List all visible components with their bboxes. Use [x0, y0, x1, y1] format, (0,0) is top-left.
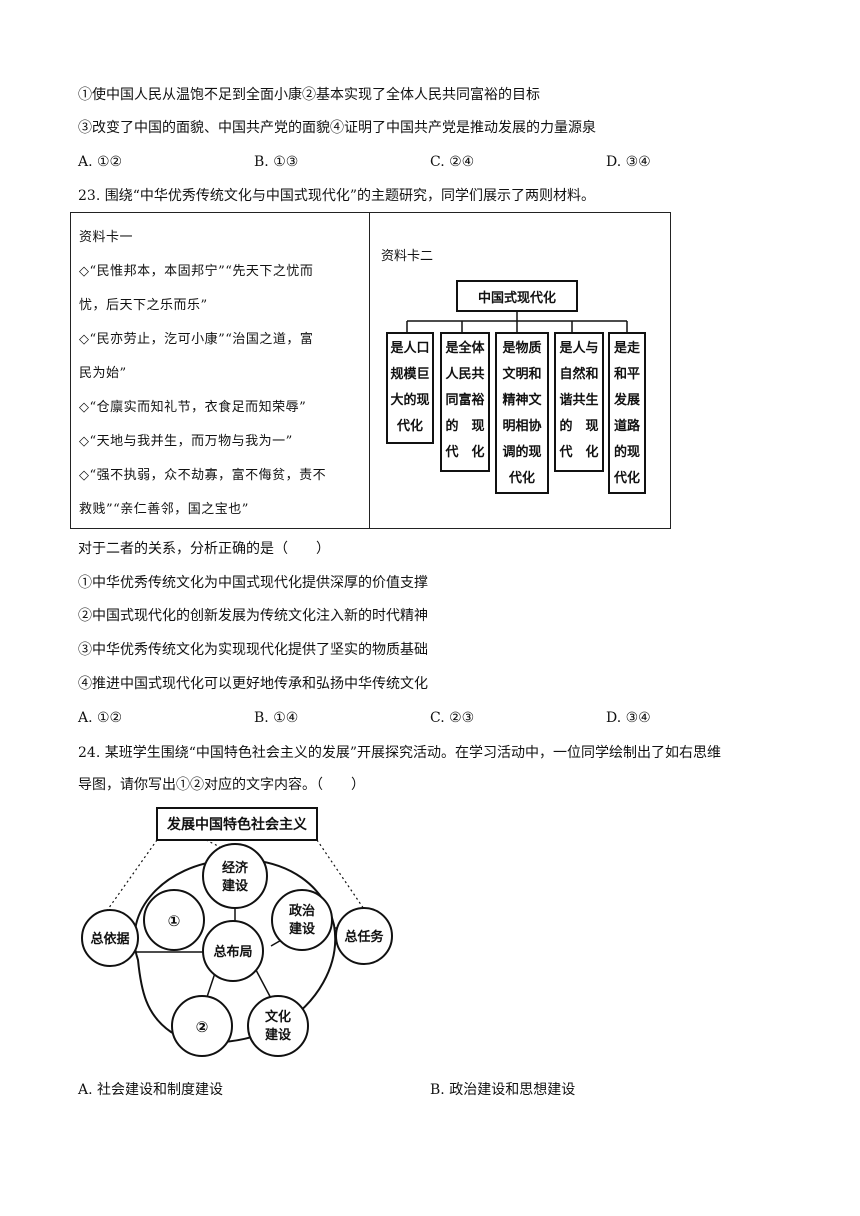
q22-statement-line-1: ①使中国人民从温饱不足到全面小康②基本实现了全体人民共同富裕的目标 — [78, 87, 540, 103]
q24-stem-line-2: 导图，请你写出①②对应的文字内容。（ ） — [78, 777, 365, 793]
node-left-circle — [81, 909, 139, 967]
q23-option-b: B. ①④ — [254, 710, 299, 726]
tree-branch-2-line: 代 化 — [444, 444, 484, 460]
q22-statement-line-2: ③改变了中国的面貌、中国共产党的面貌④证明了中国共产党是推动发展的力量源泉 — [78, 120, 596, 136]
tree-branch-3-line: 精神文 — [502, 392, 542, 408]
mind-map-title-box — [156, 807, 318, 841]
tree-branch-3-line: 代化 — [508, 470, 535, 486]
tree-branch-box-4 — [554, 332, 604, 472]
q23-statement-1: ①中华优秀传统文化为中国式现代化提供深厚的价值支撑 — [78, 575, 428, 591]
mind-map-diagram: 发展中国特色社会主义 经济 建设 ① 政治 建设 总布局 总依据 总任务 ② 文… — [81, 807, 393, 1057]
node-blank-1-label: ① — [168, 912, 181, 930]
tree-branch-5-line: 代化 — [613, 470, 640, 486]
node-economy-circle — [202, 843, 268, 909]
node-blank-2-circle — [171, 995, 233, 1057]
q22-option-c: C. ②④ — [430, 154, 475, 170]
node-culture-circle — [247, 995, 309, 1057]
node-blank-1-circle — [143, 889, 205, 951]
tree-branch-box-5 — [608, 332, 646, 494]
node-center-circle — [202, 920, 264, 982]
node-blank-2-label: ② — [196, 1018, 209, 1036]
q23-option-c: C. ②③ — [430, 710, 475, 726]
tree-branch-5-line: 发展 — [613, 392, 641, 408]
card-one-row: 忧，后天下之乐而乐” — [79, 298, 208, 313]
q22-option-a: A. ①② — [78, 154, 123, 170]
tree-branch-box-3 — [495, 332, 549, 494]
card-one-row: ◇“民惟邦本，本固邦宁”“先天下之忧而 — [79, 264, 314, 279]
card-one-title: 资料卡一 — [79, 230, 134, 245]
tree-branch-2-line: 人民共 — [445, 366, 484, 382]
q23-statement-2: ②中国式现代化的创新发展为传统文化注入新的时代精神 — [78, 608, 428, 624]
node-culture-label-1: 文化 — [265, 1009, 291, 1025]
tree-branch-box-1 — [386, 332, 434, 444]
q22-option-d: D. ③④ — [606, 154, 651, 170]
table-divider — [369, 213, 370, 528]
card-one-row: ◇“天地与我并生，而万物与我为一” — [79, 434, 293, 449]
tree-branch-5-line: 的现 — [614, 444, 640, 460]
tree-branch-5-line: 和平 — [614, 366, 640, 382]
tree-branch-2-line: 同富裕 — [445, 392, 484, 408]
node-politics-label-1: 政治 — [289, 903, 315, 919]
tree-branch-1-line: 是人口 — [389, 340, 429, 356]
node-culture-label-2: 建设 — [265, 1027, 292, 1043]
tree-branch-4-line: 自然和 — [559, 366, 598, 382]
node-politics-circle — [271, 889, 333, 951]
card-two-title: 资料卡二 — [381, 249, 434, 264]
tree-branch-3-line: 调的现 — [502, 444, 541, 460]
q23-option-a: A. ①② — [78, 710, 123, 726]
q23-statement-3: ③中华优秀传统文化为实现现代化提供了坚实的物质基础 — [78, 642, 428, 658]
material-card-one: 资料卡一 ◇“民惟邦本，本固邦宁”“先天下之忧而 忧，后天下之乐而乐” ◇“民亦… — [79, 221, 361, 527]
card-one-row: 救贱”“亲仁善邻，国之宝也” — [79, 502, 249, 517]
q23-stem: 23. 围绕“中华优秀传统文化与中国式现代化”的主题研究，同学们展示了两则材料。 — [78, 188, 596, 204]
tree-branch-4-line: 的 现 — [559, 418, 598, 434]
node-center-label: 总布局 — [213, 944, 252, 960]
tree-branch-box-2 — [440, 332, 490, 472]
mind-map-title: 发展中国特色社会主义 — [166, 816, 307, 833]
q24-option-b: B. 政治建设和思想建设 — [430, 1082, 576, 1098]
node-economy-label-2: 建设 — [222, 878, 249, 894]
node-politics-label-2: 建设 — [289, 921, 316, 937]
tree-branch-1-line: 规模巨 — [390, 366, 429, 382]
q24-option-a: A. 社会建设和制度建设 — [78, 1082, 224, 1098]
node-economy-label-1: 经济 — [222, 860, 249, 876]
tree-branch-3-line: 文明和 — [502, 366, 541, 382]
node-right-circle — [335, 907, 393, 965]
card-one-row: 民为始” — [79, 366, 127, 381]
tree-branch-4-line: 是人与 — [558, 340, 598, 356]
tree-branch-1-line: 代化 — [396, 418, 423, 434]
card-one-row: ◇“强不执弱，众不劫寡，富不侮贫，责不 — [79, 468, 327, 483]
q22-option-b: B. ①③ — [254, 154, 299, 170]
q23-question: 对于二者的关系，分析正确的是（ ） — [78, 541, 330, 557]
node-right-label: 总任务 — [344, 929, 384, 945]
q23-statement-4: ④推进中国式现代化可以更好地传承和弘扬中华传统文化 — [78, 676, 428, 692]
tree-branch-3-line: 明相协 — [502, 418, 541, 434]
tree-branch-4-line: 代 化 — [558, 444, 598, 460]
tree-root-label: 中国式现代化 — [478, 290, 556, 306]
tree-branch-5-line: 是走 — [613, 340, 641, 356]
tree-branch-5-line: 道路 — [614, 418, 641, 434]
card-one-row: ◇“民亦劳止，汔可小康”“治国之道，富 — [79, 332, 314, 347]
tree-branch-2-line: 是全体 — [444, 340, 485, 356]
card-one-row: ◇“仓廪实而知礼节，衣食足而知荣辱” — [79, 400, 307, 415]
tree-branch-2-line: 的 现 — [445, 418, 484, 434]
material-cards-table: 资料卡一 ◇“民惟邦本，本固邦宁”“先天下之忧而 忧，后天下之乐而乐” ◇“民亦… — [70, 212, 671, 529]
tree-branch-4-line: 谐共生 — [559, 392, 598, 408]
tree-branch-1-line: 大的现 — [390, 392, 429, 408]
q23-option-d: D. ③④ — [606, 710, 651, 726]
node-left-label: 总依据 — [90, 931, 129, 947]
tree-branch-3-line: 是物质 — [501, 340, 541, 356]
q24-stem-line-1: 24. 某班学生围绕“中国特色社会主义的发展”开展探究活动。在学习活动中，一位同… — [78, 745, 722, 761]
